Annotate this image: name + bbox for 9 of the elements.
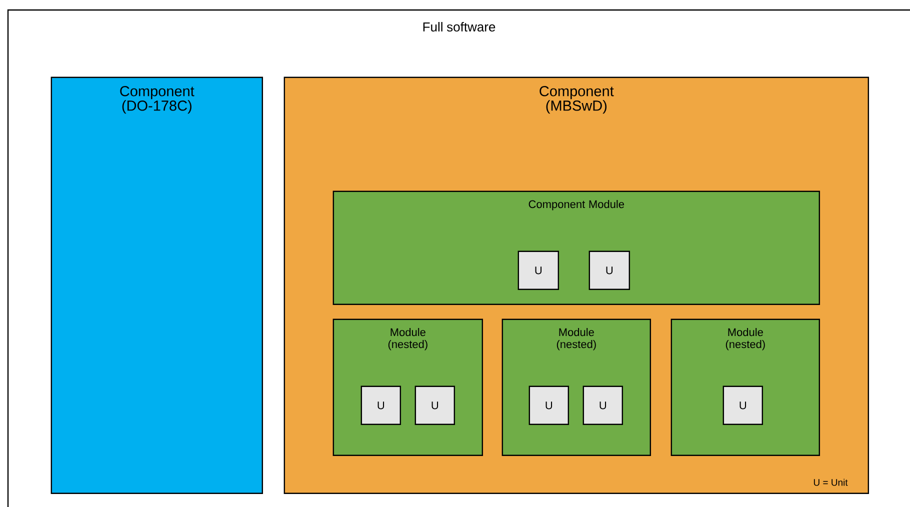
unit-box: U [588, 250, 630, 290]
unit-box: U [360, 386, 401, 425]
unit-box: U [528, 386, 569, 425]
unit-box: U [518, 250, 559, 290]
unit-box: U [722, 386, 763, 425]
legend-note: U = Unit [814, 478, 848, 486]
component-box: Component (DO-178C) [50, 76, 263, 494]
unit-box: U [414, 386, 455, 425]
unit-box: U [582, 386, 623, 425]
